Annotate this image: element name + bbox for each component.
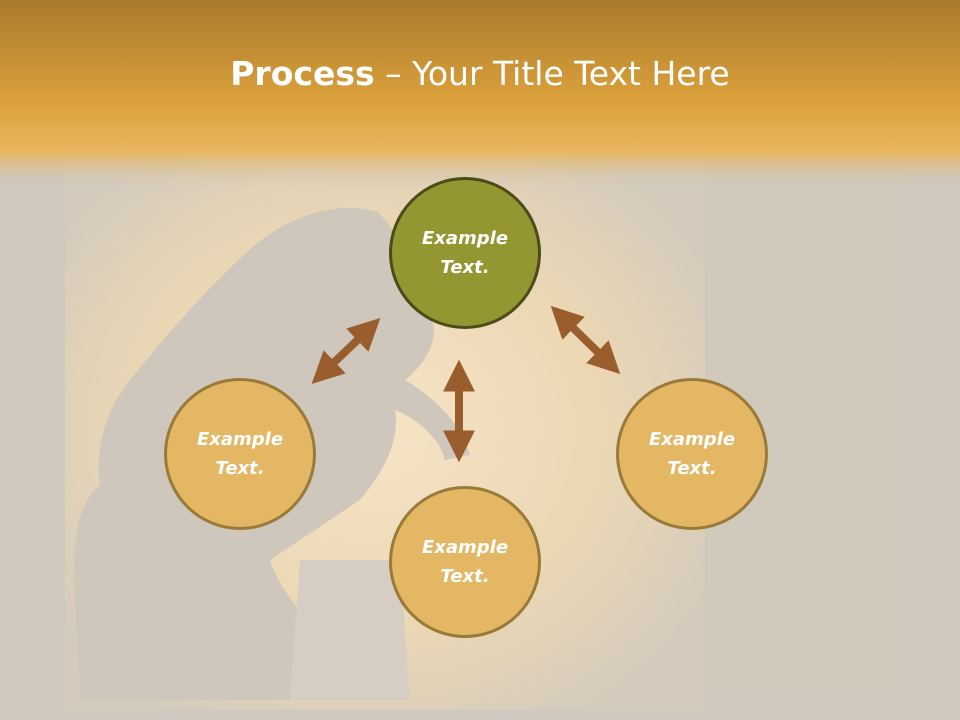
node-text-line1: Example: [421, 228, 509, 249]
arrow-top-left: [311, 318, 381, 384]
node-text-line2: Text.: [440, 566, 490, 587]
node-text-line1: Example: [421, 537, 509, 558]
node-text-line2: Text.: [667, 458, 717, 479]
node-text-line2: Text.: [215, 458, 265, 479]
node-text-line2: Text.: [440, 257, 490, 278]
node-text-line1: Example: [648, 429, 736, 450]
node-text-line1: Example: [196, 429, 284, 450]
slide-title: Process – Your Title Text Here: [0, 52, 960, 96]
arrow-top-right: [550, 305, 621, 375]
title-rest: – Your Title Text Here: [374, 54, 730, 93]
title-bold: Process: [230, 54, 375, 93]
